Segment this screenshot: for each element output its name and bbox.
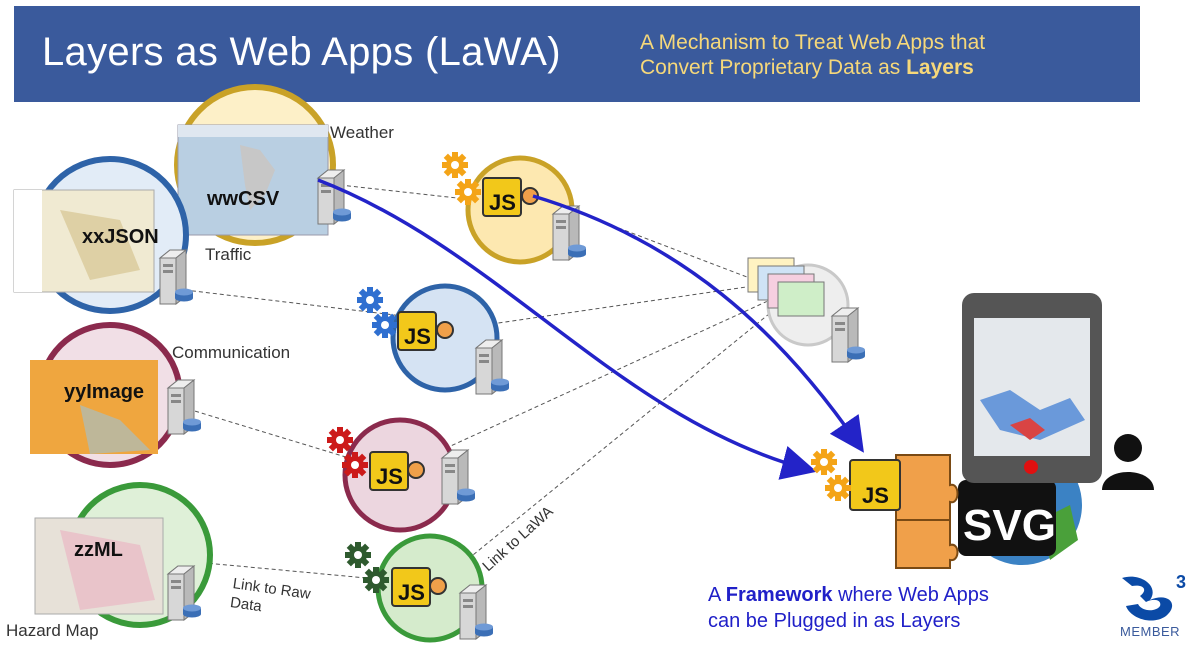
- gear-icon: [811, 449, 837, 475]
- js-module-communication: JS: [327, 417, 476, 533]
- page-subtitle: A Mechanism to Treat Web Apps that Conve…: [640, 30, 985, 80]
- link-to-raw-data-label: Link to Raw Data: [229, 575, 312, 615]
- title-banner: [14, 6, 1140, 102]
- framework-emphasis: Framework: [725, 584, 833, 606]
- caption-line-1: A Framework where Web Apps: [708, 584, 989, 606]
- traffic-server-icon: [159, 249, 194, 305]
- weather-source: wwCSV Weather: [174, 84, 394, 246]
- js-label: JS: [376, 464, 403, 489]
- svg-label: SVG: [963, 501, 1056, 550]
- hazard-label: Hazard Map: [6, 621, 99, 640]
- js-communication-server-icon: [441, 449, 476, 505]
- svg-text:Data: Data: [229, 594, 263, 615]
- page-title: Layers as Web Apps (LaWA): [42, 30, 561, 74]
- gear-icon: [442, 152, 468, 178]
- link-to-lawa-label: Link to LaWA: [479, 503, 556, 575]
- traffic-format-label: xxJSON: [82, 226, 159, 248]
- member-label: MEMBER: [1120, 624, 1181, 639]
- js-module-weather: JS: [442, 152, 587, 265]
- caption-line-2: can be Plugged in as Layers: [708, 610, 961, 632]
- js-hazard-server-icon: [459, 584, 494, 640]
- traffic-source: xxJSON Traffic: [13, 156, 252, 314]
- communication-label: Communication: [172, 343, 290, 362]
- weather-format-label: wwCSV: [206, 188, 280, 210]
- subtitle-line-2: Convert Proprietary Data as Layers: [640, 56, 974, 79]
- w3c-member-logo: 3: [1122, 572, 1186, 621]
- framework-arrows: [317, 178, 864, 480]
- smartphone: [962, 293, 1102, 483]
- js-label: JS: [862, 483, 889, 508]
- traffic-label: Traffic: [205, 245, 252, 264]
- gear-icon: [363, 567, 389, 593]
- gear-icon: [327, 427, 353, 453]
- layer-stack: [747, 257, 866, 363]
- js-traffic-server-icon: [475, 339, 510, 395]
- js-label: JS: [404, 324, 431, 349]
- hazard-source: zzML Hazard Map: [6, 482, 213, 640]
- framework-caption: A Framework where Web Apps can be Plugge…: [708, 582, 989, 634]
- subtitle-line-1: A Mechanism to Treat Web Apps that: [640, 31, 986, 54]
- js-label: JS: [398, 580, 425, 605]
- subtitle-layers-emphasis: Layers: [906, 56, 974, 79]
- gear-icon: [345, 542, 371, 568]
- communication-server-icon: [167, 379, 202, 435]
- gear-icon: [455, 179, 481, 205]
- js-module-traffic: JS: [357, 283, 510, 395]
- hazard-format-label: zzML: [74, 539, 123, 561]
- js-module-hazard: JS: [345, 533, 494, 643]
- gear-icon: [357, 287, 383, 313]
- weather-label: Weather: [330, 123, 394, 142]
- gear-icon: [825, 475, 851, 501]
- svg-text:3: 3: [1176, 572, 1186, 592]
- layer-server-icon: [831, 307, 866, 363]
- gear-icon: [342, 452, 368, 478]
- gear-icon: [372, 312, 398, 338]
- js-label: JS: [489, 190, 516, 215]
- communication-source: yyImage Communication: [30, 322, 290, 468]
- communication-format-label: yyImage: [64, 381, 144, 403]
- user-icon: [1102, 434, 1154, 490]
- weather-server-icon: [317, 169, 352, 225]
